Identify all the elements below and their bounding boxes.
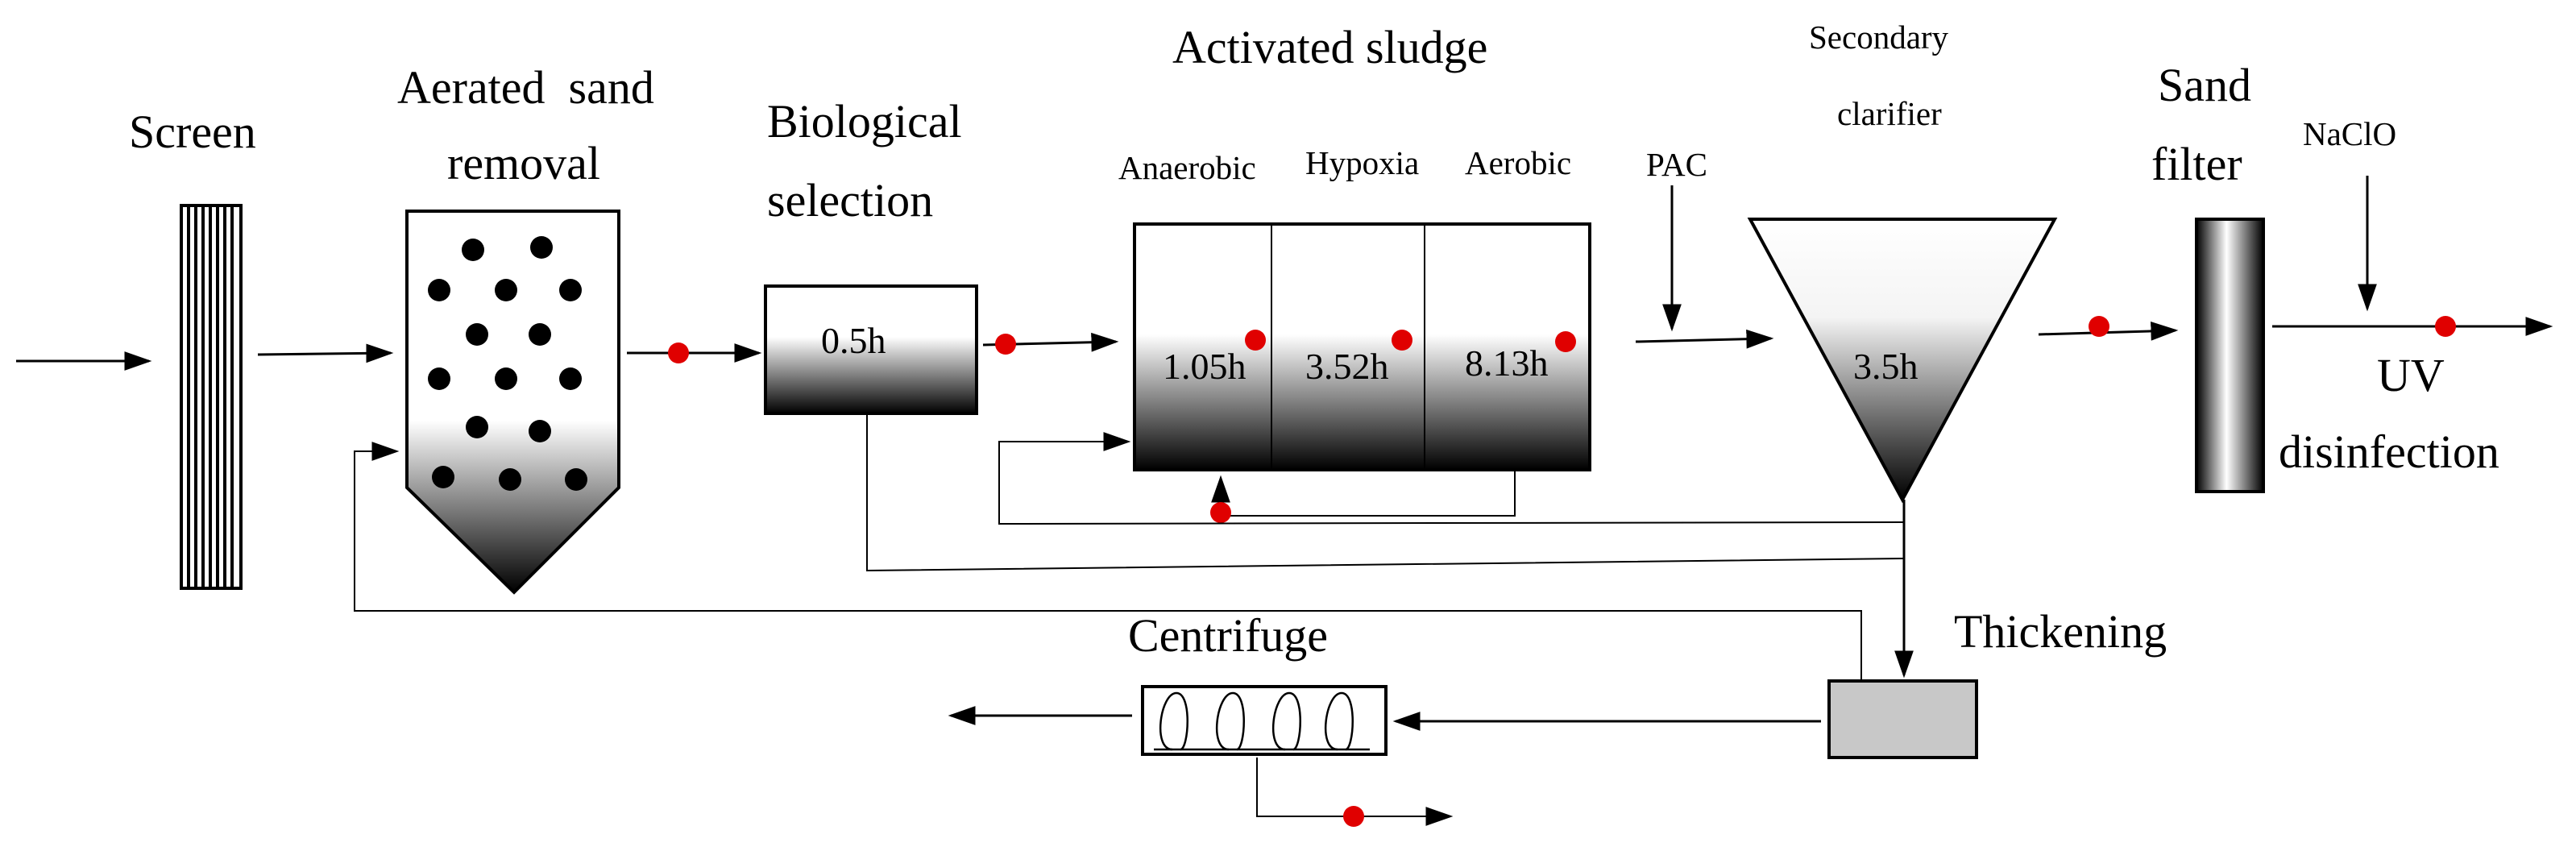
clarifier-time: 3.5h: [1853, 346, 1919, 387]
clarifier-label-line2: clarifier: [1837, 95, 1942, 132]
screen-to-sand-arrow: [257, 343, 394, 363]
uv-label-line1: UV: [2377, 349, 2445, 401]
aerated-label-line1: Aerated sand: [397, 61, 654, 114]
sand-filter-label-line1: Sand: [2158, 59, 2251, 111]
activated-sludge-label: Activated sludge: [1172, 21, 1487, 73]
sample-point-cake: [1343, 806, 1364, 827]
as-to-clarifier-arrow: [1635, 329, 1774, 349]
hypoxia-label: Hypoxia: [1305, 144, 1419, 181]
biological-selection-tank: [764, 284, 978, 415]
anaerobic-time: 1.05h: [1163, 346, 1247, 387]
sample-point-hypoxia: [1392, 330, 1412, 351]
screen-label: Screen: [129, 106, 256, 158]
uv-label-line2: disinfection: [2279, 426, 2499, 478]
sample-point-2: [995, 334, 1016, 355]
clarifier-label-line1: Secondary: [1809, 19, 1949, 56]
activated-sludge-tank: [1133, 222, 1591, 471]
naclo-label: NaClO: [2303, 115, 2396, 152]
hypoxia-time: 3.52h: [1305, 346, 1389, 387]
aerated-sand-removal-tank: [405, 210, 620, 595]
sample-point-1: [668, 342, 689, 363]
sample-point-aerobic: [1555, 331, 1576, 352]
internal-recycle-line: [1211, 470, 1516, 517]
screen-unit: [180, 204, 243, 590]
return-sludge-line: [998, 432, 1905, 525]
sludge-cake-out-arrow: [1256, 758, 1454, 826]
aerobic-label: Aerobic: [1465, 144, 1571, 181]
supernatant-return-line: [354, 442, 1862, 685]
sample-point-effluent: [2089, 316, 2109, 337]
anaerobic-label: Anaerobic: [1118, 149, 1256, 186]
thickening-label: Thickening: [1954, 605, 2167, 658]
bio-time: 0.5h: [821, 320, 886, 361]
aerated-label-line2: removal: [447, 137, 600, 189]
centrifuge: [1141, 685, 1388, 756]
sample-point-final: [2435, 316, 2456, 337]
bio-label-line2: selection: [767, 174, 933, 226]
sand-filter-label-line2: filter: [2151, 138, 2242, 190]
sample-point-anaerobic: [1245, 330, 1266, 351]
sample-point-recycle: [1210, 502, 1231, 523]
thickening-tank: [1827, 679, 1978, 759]
centrifuge-label: Centrifuge: [1128, 609, 1328, 662]
bio-label-line1: Biological: [767, 95, 962, 147]
secondary-clarifier: [1747, 218, 2058, 504]
sand-filter: [2195, 218, 2265, 493]
bio-sludge-line: [866, 413, 1905, 572]
aerobic-time: 8.13h: [1465, 342, 1549, 384]
pac-label: PAC: [1646, 146, 1707, 183]
